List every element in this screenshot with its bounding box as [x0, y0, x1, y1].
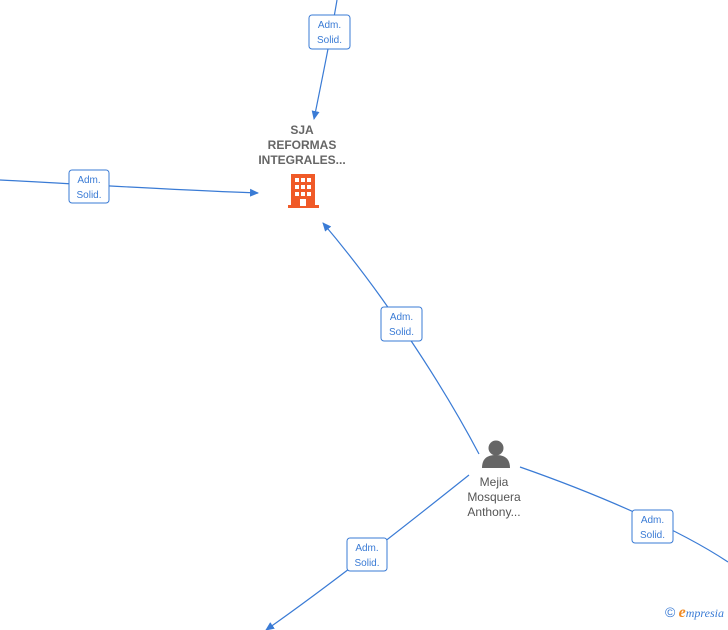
edge-label-center: Adm. Solid. [380, 306, 423, 342]
person-node-label[interactable]: Mejia Mosquera Anthony... [444, 475, 544, 520]
company-name-line2: REFORMAS [267, 138, 337, 152]
edge-label-bottom-left-line2: Solid. [354, 558, 379, 569]
building-icon[interactable] [288, 174, 319, 208]
copyright-symbol: © [664, 604, 676, 620]
person-name-line1: Mejia [479, 475, 509, 489]
edge-label-center-line1: Adm. [390, 312, 413, 323]
person-name-line2: Mosquera [467, 490, 521, 504]
edge-label-bottom-left-line1: Adm. [355, 543, 378, 554]
edge-label-top-line1: Adm. [318, 20, 341, 31]
edge-label-left: Adm. Solid. [68, 169, 110, 204]
company-name-line1: SJA [290, 123, 314, 137]
edge-label-center-line2: Solid. [389, 327, 414, 338]
edge-label-bottom-left: Adm. Solid. [346, 537, 388, 572]
company-node-label[interactable]: SJA REFORMAS INTEGRALES... [238, 123, 366, 168]
edge-label-left-line1: Adm. [77, 175, 100, 186]
edge-label-bottom-right: Adm. Solid. [631, 509, 674, 544]
brand-logo-text: mpresia [685, 606, 724, 620]
edge-label-bottom-right-line2: Solid. [640, 530, 665, 541]
brand-footer: © empresia [665, 604, 724, 622]
edge-bottom-right [519, 466, 728, 563]
edge-left [0, 179, 259, 197]
edge-label-top-line2: Solid. [317, 35, 342, 46]
company-name-line3: INTEGRALES... [258, 153, 346, 167]
edge-label-top: Adm. Solid. [308, 14, 351, 50]
edge-top [311, 0, 338, 120]
person-icon[interactable] [482, 440, 510, 469]
brand-logo-initial: e [678, 604, 686, 621]
edge-label-left-line2: Solid. [76, 190, 101, 201]
person-name-line3: Anthony... [467, 505, 521, 519]
edge-label-bottom-right-line1: Adm. [641, 515, 664, 526]
